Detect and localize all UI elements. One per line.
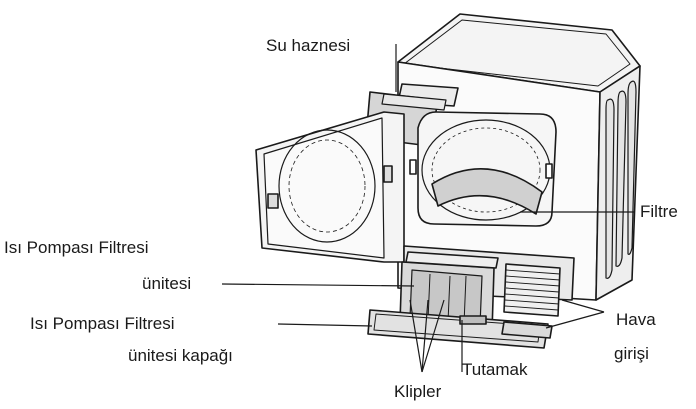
lint-filter	[431, 168, 543, 215]
clips-label: Klipler	[394, 382, 442, 401]
water-tank-label: Su haznesi	[266, 36, 351, 55]
air-inlet-label-line2: girişi	[614, 344, 649, 363]
filter-label: Filtre	[640, 202, 678, 221]
hp-filter-unit-label-line2: ünitesi	[142, 274, 192, 293]
hp-filter-unit-label-line1: Isı Pompası Filtresi	[4, 238, 149, 257]
leader-lines	[221, 44, 634, 373]
hp-filter-cover-label-line1: Isı Pompası Filtresi	[30, 314, 175, 333]
air-inlet-label-line1: Hava	[616, 310, 656, 329]
hp-filter-cover-label-line2: ünitesi kapağı	[128, 346, 233, 365]
handle-label: Tutamak	[462, 360, 528, 379]
